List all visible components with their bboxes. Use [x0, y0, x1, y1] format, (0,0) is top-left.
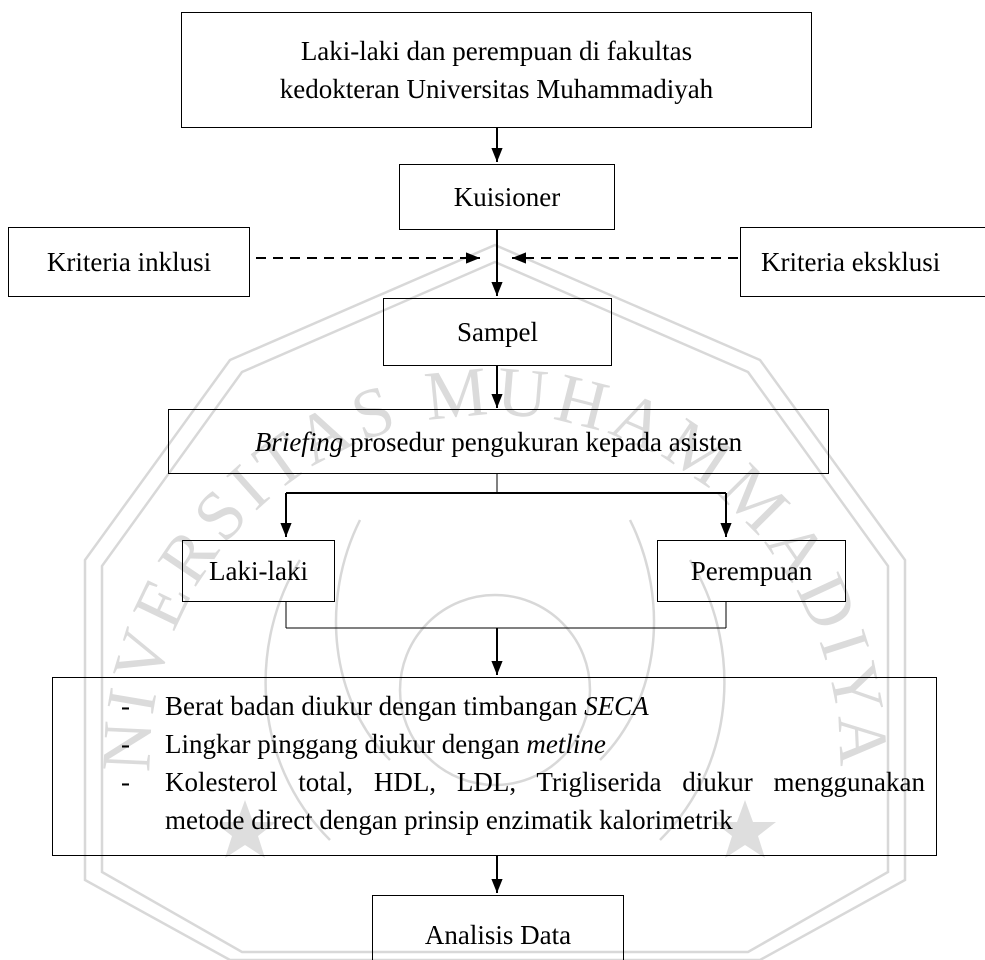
bullet-2: -	[121, 729, 130, 759]
male-label: Laki-laki	[209, 556, 308, 586]
briefing-italic-word: Briefing	[254, 426, 344, 457]
measurements-box: - Berat badan diukur dengan timbangan SE…	[52, 677, 937, 856]
briefing-box: Briefing prosedur pengukuran kepada asis…	[168, 409, 829, 474]
bullet-1: -	[121, 691, 130, 721]
male-box: Laki-laki	[182, 540, 335, 602]
analysis-box: Analisis Data	[372, 895, 624, 960]
exclusion-criteria-box: Kriteria eksklusi	[740, 227, 985, 297]
measurement-item-lipid-line-2: metode direct dengan prinsip enzimatik k…	[165, 805, 733, 835]
measurement-item-weight: Berat badan diukur dengan timbangan SECA	[165, 687, 649, 725]
briefing-label: Briefing prosedur pengukuran kepada asis…	[255, 423, 742, 461]
inclusion-criteria-box: Kriteria inklusi	[8, 227, 250, 297]
measurement-item-weight-text: Berat badan diukur dengan timbangan	[165, 691, 585, 721]
sample-box: Sampel	[383, 298, 612, 366]
population-box: Laki-laki dan perempuan di fakultas kedo…	[181, 12, 812, 128]
measurement-item-waist-text: Lingkar pinggang diukur dengan	[165, 729, 527, 759]
female-box: Perempuan	[657, 540, 846, 602]
exclusion-criteria-label: Kriteria eksklusi	[761, 247, 941, 277]
questionnaire-box: Kuisioner	[399, 164, 615, 230]
population-line-2: kedokteran Universitas Muhammadiyah	[279, 74, 714, 104]
sample-label: Sampel	[457, 317, 538, 347]
questionnaire-label: Kuisioner	[453, 182, 561, 212]
measurement-item-lipid-line-1: Kolesterol total, HDL, LDL, Trigliserida…	[165, 767, 925, 797]
population-line-1: Laki-laki dan perempuan di fakultas	[300, 36, 693, 66]
measurement-item-waist: Lingkar pinggang diukur dengan metline	[165, 725, 606, 763]
briefing-rest-text: prosedur pengukuran kepada asisten	[343, 426, 743, 457]
measurement-item-waist-italic: metline	[526, 729, 606, 759]
analysis-label: Analisis Data	[424, 920, 572, 950]
female-label: Perempuan	[690, 556, 813, 586]
measurement-item-weight-italic: SECA	[584, 691, 649, 721]
inclusion-criteria-label: Kriteria inklusi	[46, 247, 212, 277]
bullet-3: -	[121, 767, 130, 797]
